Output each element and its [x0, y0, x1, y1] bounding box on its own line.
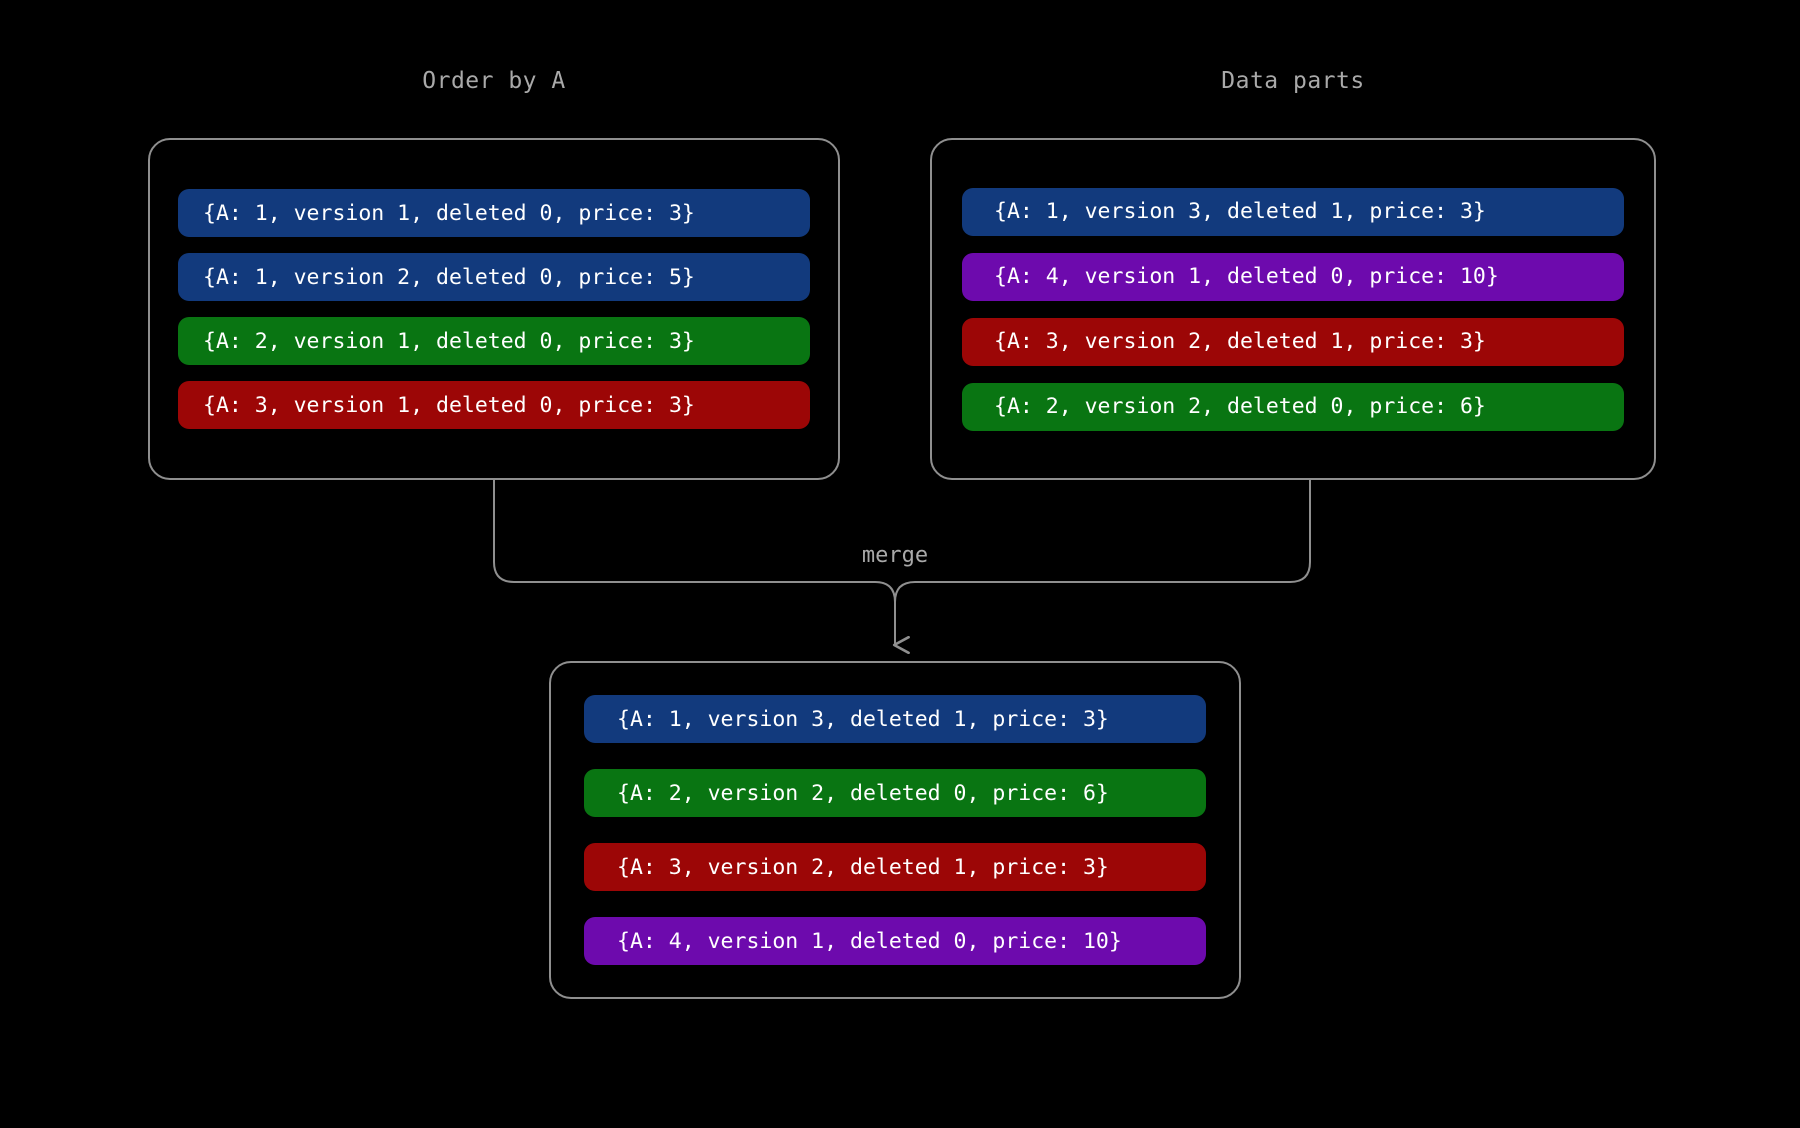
data-parts-title: Data parts — [1221, 68, 1365, 94]
data-row[interactable]: {A: 4, version 1, deleted 0, price: 10} — [962, 252, 1624, 301]
connector-merge-junction-right — [894, 581, 916, 603]
data-parts-row-list: {A: 1, version 3, deleted 1, price: 3} {… — [932, 140, 1654, 478]
data-parts-panel: {A: 1, version 3, deleted 1, price: 3} {… — [930, 138, 1656, 480]
merged-result-panel: {A: 1, version 3, deleted 1, price: 3} {… — [549, 661, 1241, 999]
data-row[interactable]: {A: 4, version 1, deleted 0, price: 10} — [584, 917, 1206, 965]
connector-left-to-merge — [493, 480, 875, 583]
data-row[interactable]: {A: 1, version 1, deleted 0, price: 3} — [178, 189, 810, 237]
data-row[interactable]: {A: 3, version 1, deleted 0, price: 3} — [178, 381, 810, 429]
order-by-a-title: Order by A — [422, 68, 566, 94]
merged-result-row-list: {A: 1, version 3, deleted 1, price: 3} {… — [551, 663, 1239, 997]
connector-merge-to-result — [874, 581, 895, 645]
connector-right-to-merge — [915, 480, 1311, 583]
data-row[interactable]: {A: 3, version 2, deleted 1, price: 3} — [584, 843, 1206, 891]
order-by-a-panel: {A: 1, version 1, deleted 0, price: 3} {… — [148, 138, 840, 480]
data-row[interactable]: {A: 1, version 3, deleted 1, price: 3} — [584, 695, 1206, 743]
data-row[interactable]: {A: 3, version 2, deleted 1, price: 3} — [962, 317, 1624, 366]
merge-label-text: merge — [861, 543, 929, 568]
data-row[interactable]: {A: 1, version 2, deleted 0, price: 5} — [178, 253, 810, 301]
data-row[interactable]: {A: 2, version 1, deleted 0, price: 3} — [178, 317, 810, 365]
data-row[interactable]: {A: 1, version 3, deleted 1, price: 3} — [962, 187, 1624, 236]
order-by-a-row-list: {A: 1, version 1, deleted 0, price: 3} {… — [150, 140, 838, 478]
data-row[interactable]: {A: 2, version 2, deleted 0, price: 6} — [962, 382, 1624, 431]
merge-label: merge — [0, 543, 1800, 568]
data-row[interactable]: {A: 2, version 2, deleted 0, price: 6} — [584, 769, 1206, 817]
